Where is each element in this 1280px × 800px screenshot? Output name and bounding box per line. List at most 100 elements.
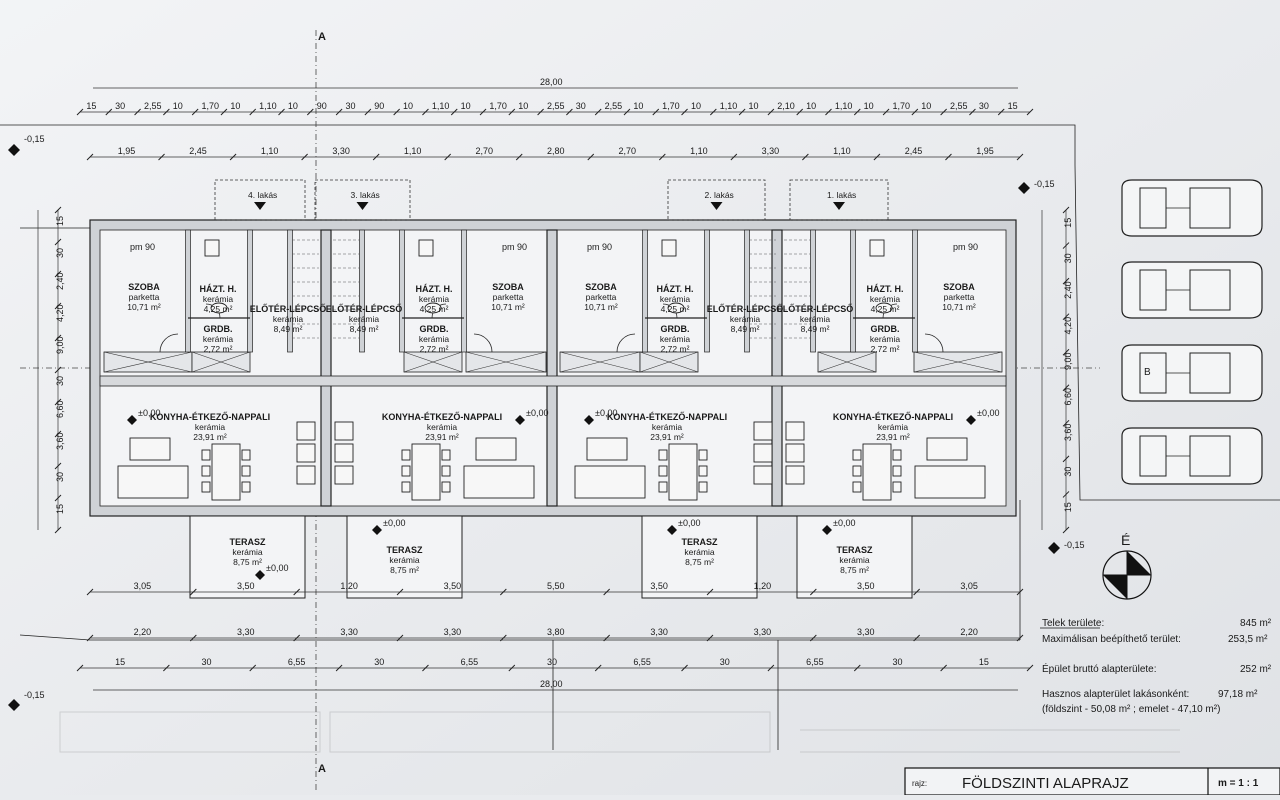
dim-top1-label: 10 <box>691 101 701 111</box>
dim-bot3-label: 6,55 <box>806 657 824 667</box>
room-konyha-finish: kerámia <box>195 422 226 432</box>
dim-right-label: 15 <box>1063 218 1073 228</box>
room-hazt-name: HÁZT. H. <box>867 284 904 294</box>
svg-text:-0,15: -0,15 <box>1064 540 1085 550</box>
room-grdb-area: 2,72 m² <box>420 344 449 354</box>
svg-text:±0,00: ±0,00 <box>526 408 548 418</box>
dim-top1-label: 1,10 <box>259 101 277 111</box>
dim-bot3-label: 6,55 <box>633 657 651 667</box>
room-szoba-finish: parketta <box>586 292 617 302</box>
dim-top2-label: 1,10 <box>690 146 708 156</box>
svg-text:±0,00: ±0,00 <box>383 518 405 528</box>
window-dim: pm 90 <box>130 242 155 252</box>
level-marker-inside: ±0,00 <box>966 408 999 425</box>
dim-right-label: 6,60 <box>1063 388 1073 406</box>
drawing-title: FÖLDSZINTI ALAPRAJZ <box>962 774 1129 792</box>
dim-top2-label: 2,70 <box>475 146 493 156</box>
dim-top1-label: 10 <box>518 101 528 111</box>
apartment-tag: 2. lakás <box>705 190 734 200</box>
svg-text:±0,00: ±0,00 <box>977 408 999 418</box>
room-konyha-name: KONYHA-ÉTKEZŐ-NAPPALI <box>382 411 502 422</box>
hatched-walls <box>103 351 1003 373</box>
terrace-name: TERASZ <box>682 537 719 547</box>
coffee-table <box>586 437 628 461</box>
terrace-name: TERASZ <box>387 545 424 555</box>
room-konyha-area: 23,91 m² <box>650 432 684 442</box>
car-icon <box>1121 344 1263 402</box>
room-hazt-finish: kerámia <box>419 294 450 304</box>
room-konyha-name: KONYHA-ÉTKEZŐ-NAPPALI <box>607 411 727 422</box>
dim-top1-label: 10 <box>864 101 874 111</box>
dim-top1-label: 15 <box>86 101 96 111</box>
room-grdb-area: 2,72 m² <box>871 344 900 354</box>
dim-top1-label: 2,55 <box>144 101 162 111</box>
party-wall-2 <box>546 229 558 507</box>
dim-right-label: 9,00 <box>1063 352 1073 370</box>
dim-left-label: 9,00 <box>55 336 65 354</box>
dim-bot1-label: 3,50 <box>444 581 462 591</box>
dim-bot3-label: 6,55 <box>288 657 306 667</box>
room-eloter-area: 8,49 m² <box>350 324 379 334</box>
room-konyha-finish: kerámia <box>427 422 458 432</box>
level-marker-ne: -0,15 <box>1018 179 1055 194</box>
info-gross-area-label: Épület bruttó alapterülete: <box>1042 662 1157 675</box>
room-hazt-finish: kerámia <box>660 294 691 304</box>
overall-width-top: 28,00 <box>540 77 563 87</box>
info-max-built-value: 253,5 m² <box>1228 634 1268 645</box>
dim-right-label: 30 <box>1063 253 1073 263</box>
beam-band <box>99 375 1007 387</box>
room-konyha-name: KONYHA-ÉTKEZŐ-NAPPALI <box>150 411 270 422</box>
window-dim: pm 90 <box>587 242 612 252</box>
dim-left-label: 6,60 <box>55 400 65 418</box>
dim-top1-label: 1,10 <box>432 101 450 111</box>
info-net-area-value: 97,18 m² <box>1218 689 1258 700</box>
coffee-table <box>926 437 968 461</box>
dim-top1-label: 90 <box>374 101 384 111</box>
terrace-finish: kerámia <box>389 555 420 565</box>
dim-top2-label: 3,30 <box>332 146 350 156</box>
coffee-table <box>475 437 517 461</box>
dim-right-label: 2,40 <box>1063 281 1073 299</box>
north-arrow-icon <box>1102 550 1152 600</box>
dim-left-label: 2,40 <box>55 272 65 290</box>
terrace-finish: kerámia <box>232 547 263 557</box>
dim-bot1-label: 3,50 <box>650 581 668 591</box>
svg-text:±0,00: ±0,00 <box>266 563 288 573</box>
dim-right-label: 4,20 <box>1063 317 1073 335</box>
room-grdb-finish: kerámia <box>870 334 901 344</box>
dim-top1-label: 15 <box>1008 101 1018 111</box>
dim-bot2-label: 2,20 <box>960 627 978 637</box>
parking-spaces <box>1121 179 1263 485</box>
dim-top2-label: 2,70 <box>619 146 637 156</box>
dim-bot2-label: 3,30 <box>754 627 772 637</box>
dim-top1-label: 10 <box>461 101 471 111</box>
dim-top2-label: 2,45 <box>189 146 207 156</box>
room-eloter-name: ELŐTÉR-LÉPCSŐ <box>326 303 403 314</box>
level-marker-sw: -0,15 <box>8 690 45 711</box>
level-marker-inside: ±0,00 <box>584 408 617 425</box>
dim-top1-label: 30 <box>115 101 125 111</box>
terrace-area: 8,75 m² <box>685 557 714 567</box>
dim-top1-label: 1,70 <box>202 101 220 111</box>
room-szoba-name: SZOBA <box>492 282 524 292</box>
dim-top1-label: 30 <box>979 101 989 111</box>
room-eloter-finish: kerámia <box>730 314 761 324</box>
dim-left-label: 30 <box>55 472 65 482</box>
dining-table <box>862 443 892 501</box>
room-konyha-area: 23,91 m² <box>425 432 459 442</box>
dim-bot1-label: 1,20 <box>340 581 358 591</box>
dim-top1-label: 1,70 <box>662 101 680 111</box>
room-hazt-name: HÁZT. H. <box>416 284 453 294</box>
car-icon <box>1121 179 1263 237</box>
dim-top1-label: 10 <box>921 101 931 111</box>
